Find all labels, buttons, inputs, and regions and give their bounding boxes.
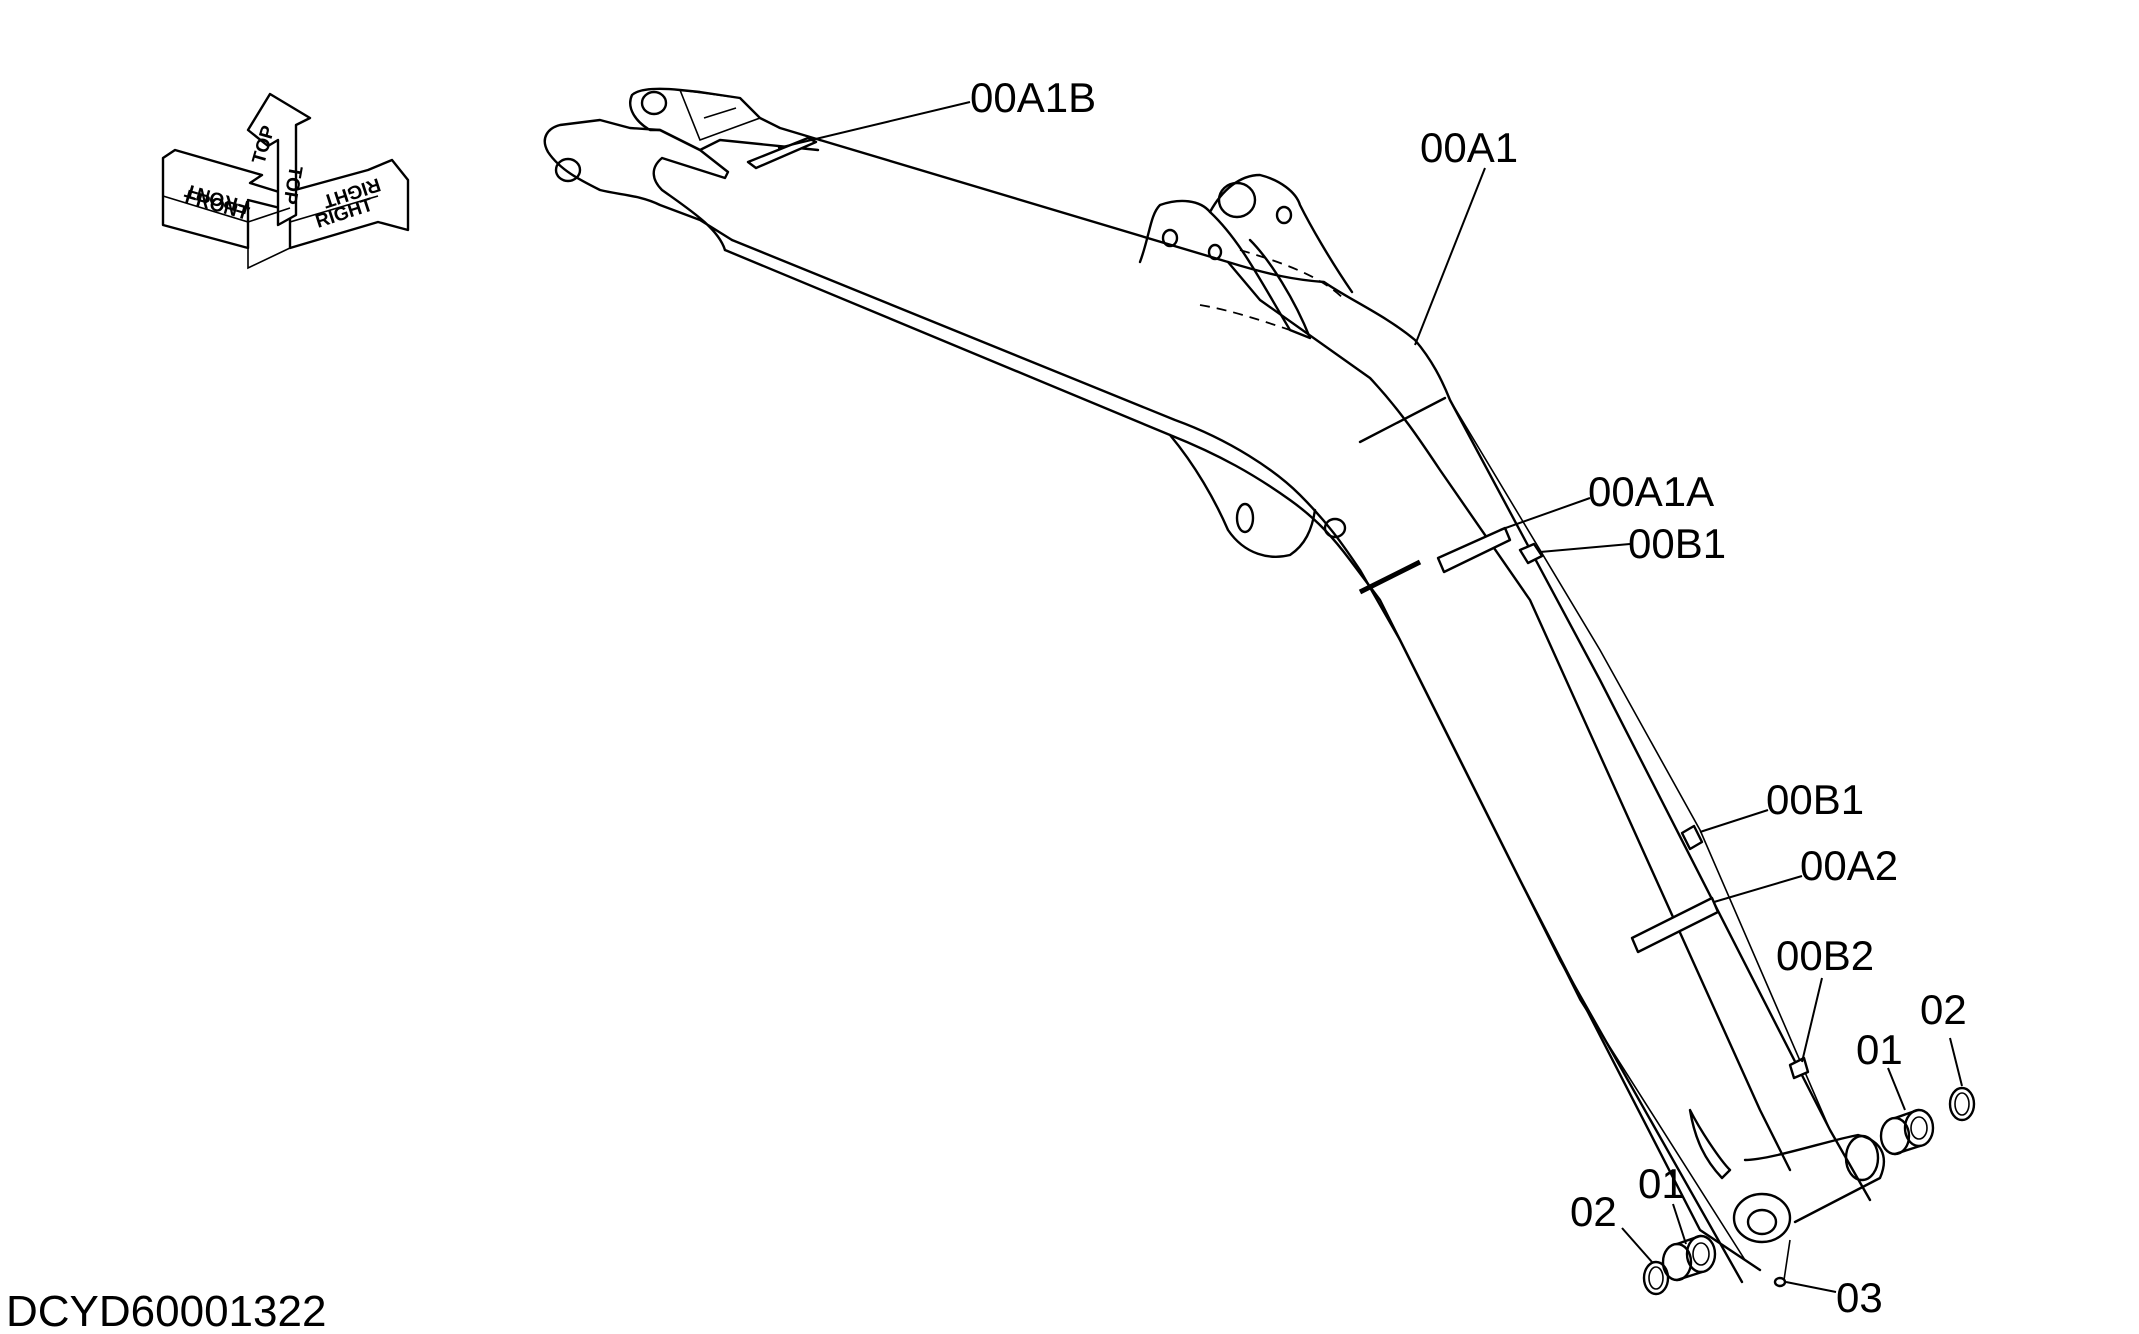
label-01-left: 01 [1638,1160,1685,1207]
leader-00B2 [1801,977,1823,1063]
label-00B1-upper: 00B1 [1628,520,1726,567]
label-00A1B: 00A1B [970,74,1096,121]
label-00B2: 00B2 [1776,932,1874,979]
seal-02-left [1642,1260,1670,1296]
boom-foot-crossbar [678,89,762,142]
leader-00B1-upper [1539,543,1631,553]
leader-00A1 [1414,167,1486,346]
label-00A1: 00A1 [1420,124,1518,171]
boom-outline-top [818,138,1872,1202]
orientation-top-arrow [246,92,312,227]
boom-cylinder-pin-hole-mid [1207,243,1223,261]
orientation-indicator: FRONT FRONT TOP TOP RIGHT RIGHT [161,92,410,270]
leader-00A1A [1499,497,1591,531]
boom-outline-bottom [723,248,1762,1272]
boom-structure [543,87,1885,1284]
clamp-block-00B2 [1788,1056,1810,1080]
label-01-right: 01 [1856,1026,1903,1073]
bushing-01-right [1879,1108,1935,1156]
part-labels: 00A1B 00A1 00A1A 00B1 00B1 00A2 00B2 01 … [970,74,1967,1321]
boom-lower-bracket [1168,433,1317,558]
boom-cylinder-pin-hole-right [1275,205,1293,225]
label-00A1A: 00A1A [1588,468,1714,515]
leader-lines [777,101,1963,1293]
label-00A2: 00A2 [1800,842,1898,889]
boom-lower-bracket-hole [1235,502,1255,534]
loose-parts [1642,1086,1976,1296]
label-02-right: 02 [1920,986,1967,1033]
boom-lower-boss [1323,517,1347,539]
label-00B1-lower: 00B1 [1766,776,1864,823]
bracket-block-00B1-upper [1518,542,1544,565]
boom-bracket-hidden-line-lower [1199,304,1291,331]
leader-00A1B [777,101,971,149]
boom-arm-end-slot [1688,1108,1732,1180]
leader-01-right [1887,1067,1906,1111]
bracket-block-00B1-lower [1680,824,1704,851]
leader-00A2 [1713,875,1803,903]
boom-section-line [1358,396,1447,444]
boom-cylinder-pin-boss [1217,181,1257,219]
boom-arm-end-pin-left [1732,1192,1792,1244]
leader-01-left [1672,1203,1687,1245]
leader-00B1-lower [1699,809,1769,833]
pipe-clamp-plate-00A2 [1630,896,1720,954]
leader-03 [1785,1281,1837,1293]
boom-bracket-hidden-line [1239,249,1346,301]
boom-cylinder-bracket-inner [1208,210,1312,340]
leader-02-right [1949,1037,1963,1087]
label-02-left: 02 [1570,1188,1617,1235]
boom-weld-seam [1358,559,1422,595]
boom-arm-end-pin-right [1844,1134,1880,1182]
boom-lower-inner-edge [1379,599,1746,1261]
grease-fitting-03 [1773,1239,1791,1288]
boom-foot-right-lug [629,87,822,152]
boom-foot-left-lug [543,118,734,252]
label-03: 03 [1836,1274,1883,1321]
bushing-01-left [1661,1234,1717,1282]
document-id: DCYD60001322 [6,1287,326,1334]
boom-cylinder-pin-hole-left [1161,228,1179,248]
boom-foot-pin-hole-right [640,90,668,116]
boom-foot-pin-hole-left [554,157,582,183]
seal-02-right [1948,1086,1976,1122]
bracket-plate-00A1A [1436,526,1512,574]
leader-02-left [1621,1227,1653,1263]
boom-side-plate-edge [730,238,1744,1284]
boom-cylinder-bracket [1138,173,1354,294]
boom-arm-end-pin-left-inner [1746,1208,1778,1236]
boom-top-plate-edge [1226,260,1792,1172]
boom-tip-plate [746,136,818,170]
boom-arm-end-boss [1743,1133,1885,1224]
boom-center-line [1449,399,1831,1131]
